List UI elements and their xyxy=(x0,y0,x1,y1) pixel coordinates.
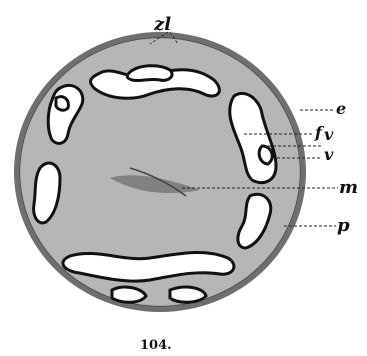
label-m: m xyxy=(339,177,358,198)
label-zl: zl xyxy=(153,14,171,35)
figure-caption: 104. xyxy=(140,338,172,353)
pith-region xyxy=(81,98,241,256)
label-v-upper: v xyxy=(324,125,334,144)
label-v-lower: v xyxy=(324,145,334,164)
label-e: e xyxy=(336,99,346,118)
label-p: p xyxy=(337,215,350,236)
